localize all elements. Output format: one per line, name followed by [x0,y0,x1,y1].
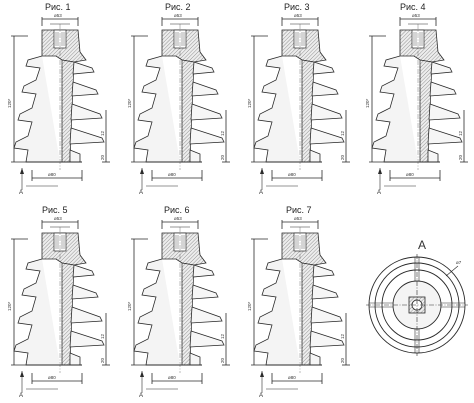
figure-7-caption: Рис. 7 [286,205,312,215]
view-arrow-label: A [259,393,263,398]
dim-base-diameter: ø80 [168,172,176,177]
dim-height: 120* [127,301,132,311]
figure-3-caption: Рис. 3 [284,2,310,12]
view-arrow-label: A [19,190,23,195]
figure-4-caption: Рис. 4 [400,2,426,12]
dim-base-gap: 20 [100,154,105,160]
dim-height: 120* [365,98,370,108]
dim-top-diameter: ø53 [174,13,182,18]
dim-base-gap: 20 [220,154,225,160]
dim-top-diameter: ø53 [174,216,182,221]
dim-rib-pitch: 12 [340,333,345,339]
view-a-label: A [418,238,427,252]
view-arrow-label: A [139,393,143,398]
dim-base-diameter: ø80 [48,375,56,380]
insulator-figure-2: ø53 120* 12 20 ø80 A [122,10,234,200]
figure-1-caption: Рис. 1 [45,2,71,12]
dim-rib-pitch: 12 [340,130,345,136]
dim-height: 120* [127,98,132,108]
dim-base-gap: 20 [340,154,345,160]
dim-base-gap: 20 [458,154,463,160]
insulator-figure-5: ø53 120* 12 20 ø80 A [2,213,114,403]
dim-top-diameter: ø53 [412,13,420,18]
dim-base-gap: 20 [100,357,105,363]
dim-top-diameter: ø53 [294,13,302,18]
dim-top-diameter: ø53 [294,216,302,221]
dim-height: 120* [7,98,12,108]
dim-height: 120* [247,98,252,108]
dim-rib-pitch: 12 [458,130,463,136]
figure-6-caption: Рис. 6 [164,205,190,215]
dim-base-diameter: ø80 [406,172,414,177]
dim-rib-pitch: 12 [220,333,225,339]
dim-base-gap: 20 [220,357,225,363]
dim-height: 120* [247,301,252,311]
dim-top-diameter: ø53 [54,216,62,221]
insulator-figure-1: ø53 120* 12 20 ø80 A [2,10,114,200]
dim-rib-pitch: 12 [220,130,225,136]
insulator-figure-7: ø53 120* 12 20 ø80 A [242,213,354,403]
dim-height: 120* [7,301,12,311]
view-a-hole-label: ø7 [456,260,462,265]
dim-base-diameter: ø80 [288,172,296,177]
dim-top-diameter: ø53 [54,13,62,18]
insulator-figure-3: ø53 120* 12 20 ø80 A [242,10,354,200]
dim-rib-pitch: 12 [100,130,105,136]
view-arrow-label: A [19,393,23,398]
dim-base-gap: 20 [340,357,345,363]
dim-rib-pitch: 12 [100,333,105,339]
view-arrow-label: A [259,190,263,195]
view-arrow-label: A [139,190,143,195]
view-a-drawing: ø7 [366,254,468,356]
insulator-figure-6: ø53 120* 12 20 ø80 A [122,213,234,403]
figure-2-caption: Рис. 2 [165,2,191,12]
insulator-figure-4: ø53 120* 12 20 ø80 A [360,10,472,200]
dim-base-diameter: ø80 [288,375,296,380]
dim-base-diameter: ø80 [48,172,56,177]
figure-5-caption: Рис. 5 [42,205,68,215]
dim-base-diameter: ø80 [168,375,176,380]
view-arrow-label: A [377,190,381,195]
